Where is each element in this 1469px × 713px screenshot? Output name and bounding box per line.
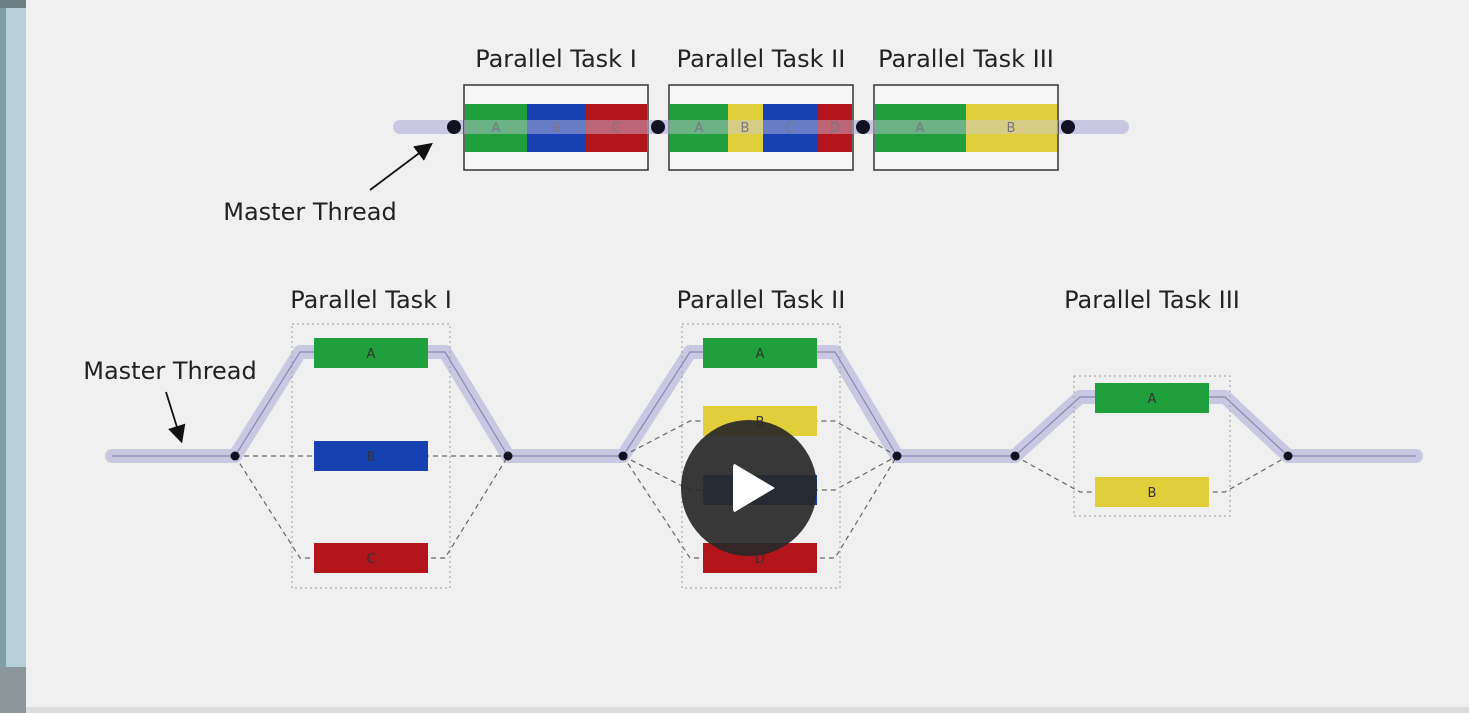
top-master-label: Master Thread [223,198,397,226]
bottom-task-1-thread-c [314,543,428,573]
bottom-task-1-thread-c-label: C [366,552,375,567]
top-task-1-seg-b [527,104,586,152]
top-task-1-title: Parallel Task I [475,45,637,73]
top-task-3-seg-a-label: A [916,121,925,136]
top-task-3-seg-b [966,104,1057,152]
bottom-task-1-title: Parallel Task I [290,286,452,314]
bottom-task-3-thread-b [1095,477,1209,507]
bottom-task-3-dotted-box [1073,375,1231,517]
bottom-task-1-thread-a-label: A [367,347,376,362]
bottom-strip [26,707,1469,713]
bottom-node-6 [1283,451,1293,461]
bottom-task-3-thread-b-label: B [1148,486,1157,501]
bottom-task-3-thread-a-label: A [1148,392,1157,407]
bottom-task-1-dotted-box [291,323,451,589]
bottom-task-3-title: Parallel Task III [1064,286,1240,314]
top-task-2-seg-d-label: D [830,121,840,136]
bottom-task-2-thread-a-label: A [756,347,765,362]
top-node-2 [651,120,665,134]
top-task-1-seg-c-label: C [611,121,620,136]
top-node-3 [856,120,870,134]
bottom-node-2 [503,451,513,461]
bottom-task-3-thread-a [1095,383,1209,413]
play-icon [733,463,775,513]
top-task-2-seg-c [763,104,818,152]
top-task-2-seg-a-label: A [695,121,704,136]
bottom-task-1-thread-b [314,441,428,471]
top-task-3-seg-a [875,104,966,152]
bottom-node-4 [892,451,902,461]
bottom-node-1 [230,451,240,461]
top-diagram: Parallel Task I A B C Parallel Task II A… [223,45,1129,226]
top-task-1-seg-a-label: A [492,121,501,136]
top-node-4 [1061,120,1075,134]
left-bar-top-cap [0,0,26,8]
bottom-master-label: Master Thread [83,357,257,385]
bottom-task-2-thread-d-label: D [755,552,765,567]
bottom-task-1-thread-b-label: B [367,450,376,465]
bottom-task-1-thread-a [314,338,428,368]
top-task-2-seg-b [728,104,763,152]
bottom-task-2-thread-a [703,338,817,368]
left-side-bar-edge [0,0,6,713]
top-task-2-seg-d [818,104,852,152]
top-task-1-seg-b-label: B [552,121,561,136]
top-task-2-title: Parallel Task II [677,45,846,73]
top-node-1 [447,120,461,134]
top-master-arrow [369,142,433,191]
bottom-node-3 [618,451,628,461]
top-task-2-seg-a [670,104,728,152]
play-button[interactable] [681,420,817,556]
top-task-2-seg-c-label: C [785,121,794,136]
top-task-3-seg-b-label: B [1007,121,1016,136]
top-task-2-seg-b-label: B [741,121,750,136]
bottom-master-arrow [165,391,186,444]
top-task-1-seg-c [586,104,647,152]
bottom-node-5 [1010,451,1020,461]
bottom-task-2-title: Parallel Task II [677,286,846,314]
top-task-1-seg-a [465,104,527,152]
bottom-task-2-dotted-box [681,323,841,589]
left-bar-bottom-cap [0,667,26,713]
bottom-task-1-fork-lines [234,455,509,559]
top-task-3-title: Parallel Task III [878,45,1054,73]
